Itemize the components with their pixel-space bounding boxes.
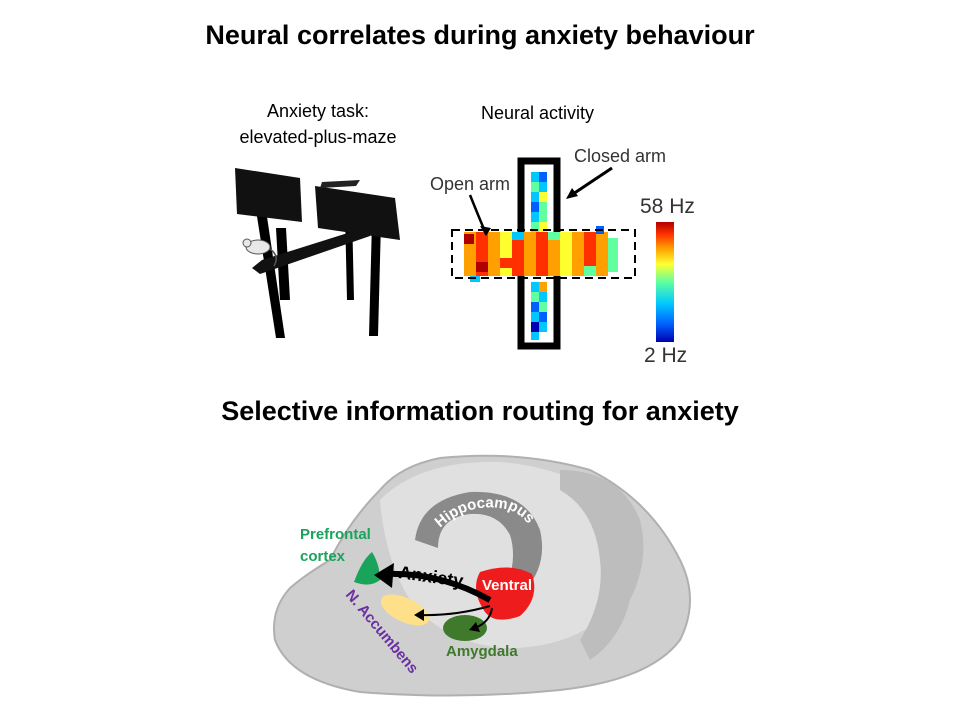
prefrontal-label-line2: cortex (300, 546, 371, 568)
closed-arm-label: Closed arm (574, 146, 666, 167)
amygdala-label: Amygdala (446, 643, 518, 660)
colorbar-min-label: 2 Hz (644, 344, 687, 368)
closed-arm-arrow (570, 168, 612, 196)
open-arm-label: Open arm (430, 174, 510, 195)
colorbar (656, 222, 674, 342)
prefrontal-label: Prefrontal cortex (300, 524, 371, 568)
ventral-label: Ventral (482, 577, 532, 594)
prefrontal-label-line1: Prefrontal (300, 524, 371, 546)
open-arm-cells (464, 226, 618, 282)
colorbar-max-label: 58 Hz (640, 195, 695, 219)
amygdala-region (443, 615, 487, 641)
bottom-title: Selective information routing for anxiet… (0, 396, 960, 427)
